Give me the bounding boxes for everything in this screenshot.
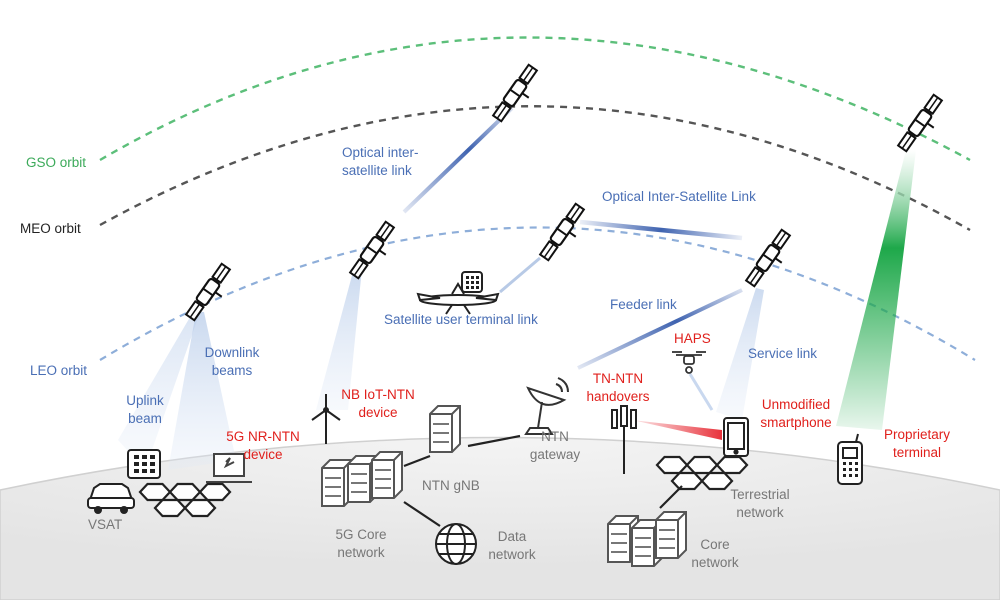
proprietary-phone-icon — [837, 433, 863, 485]
leo-orbit-label: LEO orbit — [30, 363, 88, 378]
terrestrial-label-line2: network — [736, 505, 784, 520]
nb-iot-label-line1: NB IoT-NTN — [341, 387, 415, 402]
proprietary-label-line1: Proprietary — [883, 427, 951, 442]
feeder-link-line — [577, 288, 743, 370]
service-beam — [716, 288, 764, 420]
gnb-server-icon — [429, 405, 461, 453]
smartphone-label-line1: Unmodified — [761, 397, 831, 412]
airplane-terminal-icon — [461, 271, 483, 293]
gso-orbit-label: GSO orbit — [26, 155, 87, 170]
data-network-label-line1: Data — [497, 529, 527, 544]
core5g-label-line1: 5G Core — [335, 527, 387, 542]
gso-satellite-icon — [896, 93, 951, 158]
green-beam — [836, 150, 916, 430]
wind-turbine-icon — [311, 394, 341, 444]
meo-orbit — [99, 105, 971, 232]
data-network-label-line2: network — [488, 547, 536, 562]
core5g-label-line2: network — [337, 545, 385, 560]
car-icon — [87, 483, 135, 514]
leo-satellite-icon — [538, 202, 593, 267]
leo-orbit — [99, 226, 976, 361]
keypad-terminal-icon — [127, 449, 161, 479]
optical-isl-label-line2: satellite link — [342, 163, 412, 178]
terrestrial-label-line1: Terrestrial — [730, 487, 790, 502]
network-connectors — [403, 434, 683, 527]
nbiot-beam — [316, 268, 362, 410]
meo-orbit-label: MEO orbit — [20, 221, 81, 236]
leo-satellite-icon — [348, 220, 403, 285]
service-link-label: Service link — [748, 346, 818, 361]
cell-tower-icon — [611, 405, 637, 474]
core-label-line1: Core — [700, 537, 730, 552]
user-terminal-link-label: Satellite user terminal link — [384, 312, 538, 327]
earth-surface — [0, 436, 1000, 600]
gnb-label: NTN gNB — [422, 478, 480, 493]
haps-drone-icon — [672, 351, 706, 374]
core5g-server-icon — [321, 451, 403, 507]
optical-isl-1-line — [402, 106, 514, 214]
globe-icon — [435, 523, 477, 565]
leo-beam-left — [168, 312, 236, 470]
core-label-line2: network — [691, 555, 739, 570]
downlink-label-line2: beams — [211, 363, 253, 378]
core-server-icon — [607, 511, 687, 567]
tn-ntn-red-link — [632, 420, 722, 440]
uplink-label-line1: Uplink — [126, 393, 164, 408]
smartphone-label-line2: smartphone — [760, 415, 832, 430]
laptop-icon — [206, 453, 252, 483]
meo-satellite-icon — [491, 63, 546, 128]
gateway-label-line1: NTN — [541, 429, 569, 444]
nr-ntn-label-line2: device — [243, 447, 283, 462]
downlink-label-line1: Downlink — [204, 345, 260, 360]
optical-isl-2-line — [579, 219, 743, 241]
smartphone-icon — [723, 417, 749, 457]
haps-label: HAPS — [674, 331, 711, 346]
gateway-label-line2: gateway — [529, 447, 581, 462]
uplink-label-line2: beam — [128, 411, 162, 426]
user-terminal-link-line — [499, 256, 541, 294]
tn-ntn-label-line2: handovers — [586, 389, 650, 404]
tn-ntn-label-line1: TN-NTN — [592, 371, 644, 386]
gateway-dish-icon — [524, 377, 569, 435]
vsat-label: VSAT — [88, 517, 123, 532]
haps-service — [688, 373, 714, 411]
proprietary-label-line2: terminal — [892, 445, 941, 460]
gso-orbit — [99, 36, 971, 162]
leo-beam-left-2 — [118, 312, 200, 470]
nb-iot-label-line2: device — [358, 405, 398, 420]
airplane-icon — [416, 282, 500, 315]
optical-isl-label-line1: Optical inter- — [342, 145, 419, 160]
nr-ntn-label-line1: 5G NR-NTN — [226, 429, 300, 444]
optical-isl-2-label: Optical Inter-Satellite Link — [602, 189, 756, 204]
feeder-link-label: Feeder link — [610, 297, 677, 312]
